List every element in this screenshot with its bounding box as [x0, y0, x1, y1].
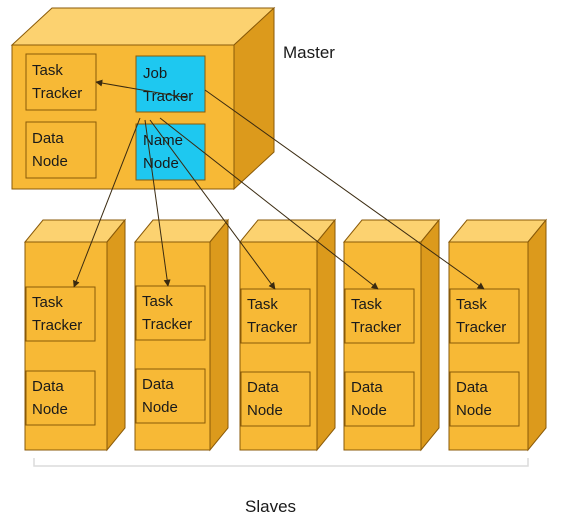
slave-2-side-face: [209, 218, 229, 452]
slave-1-task-tracker-box: [25, 286, 96, 342]
slave-5-task-tracker-label-line2: Tracker: [456, 319, 506, 336]
slave-1-data-node-label-line2: Node: [32, 401, 68, 418]
slave-3-data-node-label-line1: Data: [247, 379, 279, 396]
slave-node-2: Task Tracker Data Node: [133, 218, 230, 452]
name-node-label-line1: Name: [143, 132, 183, 149]
slave-2-task-tracker-label-line2: Tracker: [142, 316, 192, 333]
slave-2-data-node-label-line1: Data: [142, 376, 174, 393]
master-task-tracker-label-line1: Task: [32, 62, 63, 79]
name-node-label-line2: Node: [143, 155, 179, 172]
slave-2-data-node-label-line2: Node: [142, 399, 178, 416]
slave-3-side-face: [316, 218, 336, 452]
slave-2-data-node-box: [135, 368, 206, 424]
slave-4-data-node-label-line2: Node: [351, 402, 387, 419]
slave-2-task-tracker-box: [135, 285, 206, 341]
arrow-job-tracker-to-slave-5: [204, 89, 485, 290]
slaves-bracket: [33, 458, 529, 467]
arrow-job-tracker-to-slave-1: [73, 117, 141, 288]
master-task-tracker-label-line2: Tracker: [32, 85, 82, 102]
slave-5-data-node-label-line1: Data: [456, 379, 488, 396]
master-data-node-label-line2: Node: [32, 153, 68, 170]
slave-1-data-node-box: [25, 370, 96, 426]
slave-3-task-tracker-box: [240, 288, 311, 344]
slave-node-4: Task Tracker Data Node: [342, 218, 441, 452]
slave-4-task-tracker-label-line1: Task: [351, 296, 382, 313]
slave-3-task-tracker-label-line2: Tracker: [247, 319, 297, 336]
arrow-job-tracker-to-slave-3: [149, 119, 276, 290]
slave-4-data-node-box: [344, 371, 415, 427]
slave-node-3: Task Tracker Data Node: [238, 218, 337, 452]
slave-5-data-node-box: [449, 371, 520, 427]
slave-3-data-node-label-line2: Node: [247, 402, 283, 419]
master-caption: Master: [283, 43, 335, 62]
slave-4-data-node-label-line1: Data: [351, 379, 383, 396]
slave-1-task-tracker-label-line1: Task: [32, 294, 63, 311]
slave-3-task-tracker-label-line1: Task: [247, 296, 278, 313]
master-data-node-label-line1: Data: [32, 130, 64, 147]
arrow-job-tracker-to-slave-4: [159, 117, 379, 290]
slave-1-data-node-label-line1: Data: [32, 378, 64, 395]
slave-4-task-tracker-box: [344, 288, 415, 344]
slave-5-side-face: [527, 218, 547, 452]
master-data-node-box: [25, 121, 97, 179]
arrow-job-tracker-to-master-task-tracker: [95, 79, 189, 99]
job-tracker-connections: [73, 79, 485, 290]
slave-1-task-tracker-label-line2: Tracker: [32, 317, 82, 334]
master-top-face: [10, 7, 276, 46]
slave-3-data-node-box: [240, 371, 311, 427]
master-node: Task Tracker Data Node Job Tracker Name …: [10, 6, 276, 191]
job-tracker-label-line2: Tracker: [143, 88, 193, 105]
job-tracker-label-line1: Job: [143, 65, 167, 82]
slave-1-side-face: [106, 218, 126, 452]
name-node-box: [135, 123, 206, 181]
master-task-tracker-box: [25, 53, 97, 111]
slave-2-task-tracker-label-line1: Task: [142, 293, 173, 310]
slave-5-task-tracker-label-line1: Task: [456, 296, 487, 313]
slave-node-1: Task Tracker Data Node: [23, 218, 127, 452]
slave-4-task-tracker-label-line2: Tracker: [351, 319, 401, 336]
slaves-caption: Slaves: [245, 497, 296, 516]
slave-5-data-node-label-line2: Node: [456, 402, 492, 419]
slave-node-5: Task Tracker Data Node: [447, 218, 548, 452]
arrow-job-tracker-to-slave-2: [144, 119, 171, 287]
job-tracker-box: [135, 55, 206, 113]
